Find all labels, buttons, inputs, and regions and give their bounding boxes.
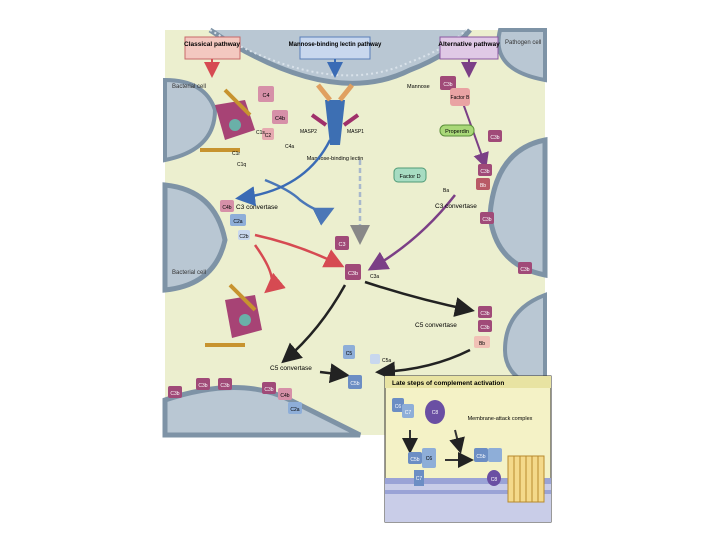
c5-conv-c3b-2-label: C3b <box>480 325 489 331</box>
c5-convertase-left-label: C5 convertase <box>270 365 312 372</box>
lectin-pathway-label: Mannose-binding lectin pathway <box>289 42 382 48</box>
inset-title: Late steps of complement activation <box>392 380 504 387</box>
factor-b-shape <box>450 88 470 106</box>
inset-c5b-1-label: C5b <box>410 457 419 463</box>
c2-label: C2 <box>265 133 272 139</box>
c3b-alt-1-shape <box>440 76 456 90</box>
c3b-r3-label: C3b <box>520 267 529 273</box>
lectin-pathway-arrow <box>235 139 332 207</box>
c3b-r2-shape <box>480 212 494 224</box>
membrane-top-left <box>163 77 218 163</box>
c3b-b4-label: C3b <box>264 387 273 393</box>
c3b-alt-1-label: C3b <box>443 82 452 88</box>
c5-shape <box>343 345 355 359</box>
c3b-alt-2-label: C3b <box>480 169 489 175</box>
c4a-label: C4a <box>285 144 294 150</box>
alternative-pathway-box: Alternative pathway <box>438 36 500 78</box>
factor-d-shape <box>393 167 427 183</box>
inset-c6-label: C6 <box>395 404 402 410</box>
c4b-conv-label: C4b <box>222 205 231 211</box>
mbl-label: Mannose-binding lectin <box>307 156 364 162</box>
bb-label: Bb <box>480 183 486 189</box>
c3b-r2-label: C3b <box>482 217 491 223</box>
c5b-label: C5b <box>350 381 359 387</box>
c1-complex-top <box>200 88 255 152</box>
membrane-top-right <box>496 28 547 83</box>
c3a-label: C3a <box>370 274 379 280</box>
c2b-label: C2b <box>239 234 248 240</box>
properdin-shape <box>439 124 475 137</box>
c3b-to-c5-convertase-left-arrow <box>281 284 347 364</box>
c3-shape <box>335 236 349 250</box>
alternative-to-c3b-arrow <box>367 194 456 271</box>
c3b-r1-label: C3b <box>490 135 499 141</box>
inset-c6-2-label: C6 <box>426 456 433 462</box>
c4-shape <box>258 86 274 102</box>
c3b-r3-shape <box>518 262 532 274</box>
c2-shape <box>262 128 274 140</box>
inset-c8-2-label: C8 <box>491 477 498 483</box>
c3b-alt-2-shape <box>478 164 492 176</box>
c4-label: C4 <box>262 93 269 99</box>
c3b-to-c5-convertase-arrow <box>364 280 475 317</box>
classical-pathway-label: Classical pathway <box>184 41 240 48</box>
c5-convertase-left-to-c5b-arrow <box>319 363 350 384</box>
pathogen-cell-label: Pathogen cell <box>505 40 541 46</box>
c3b-b2-label: C3b <box>198 383 207 389</box>
c3b-center-shape <box>345 264 361 280</box>
factor-d-label: Factor D <box>399 174 420 180</box>
classical-to-c3b-arrow <box>254 233 345 268</box>
c5a-shape <box>370 354 380 364</box>
mannose-label: Mannose <box>407 84 430 90</box>
c3-convertase-right-label: C3 convertase <box>435 203 477 210</box>
lectin-pathway-box: Mannose-binding lectin pathway <box>289 36 382 78</box>
mannose-binding-lectin-shape <box>310 83 360 145</box>
c4b-b-label: C4b <box>280 393 289 399</box>
membrane-left <box>162 182 228 293</box>
c3b-center-label: C3b <box>348 271 358 277</box>
c3b-opsonization-arrow <box>253 244 286 294</box>
c3-label: C3 <box>338 242 345 248</box>
masp2-label: MASP2 <box>300 129 317 135</box>
masp1-label: MASP1 <box>347 129 364 135</box>
c3b-r1-shape <box>488 130 502 142</box>
c3-convertase-left-label: C3 convertase <box>236 204 278 211</box>
c1-complex-bottom <box>205 283 262 347</box>
inset-c7-2-label: C7 <box>416 476 423 482</box>
inset-c7-label: C7 <box>405 410 412 416</box>
bottom-c3b-cluster <box>168 378 302 414</box>
c5-label: C5 <box>346 351 353 357</box>
factor-b-label: Factor B <box>451 95 471 101</box>
classical-pathway-box: Classical pathway <box>184 36 241 78</box>
properdin-label: Properdin <box>445 129 469 135</box>
bacterial-cell-top-label: Bacterial cell <box>172 84 206 90</box>
c5-convertase-right-label: C5 convertase <box>415 322 457 329</box>
c3b-b1-label: C3b <box>170 391 179 397</box>
c3b-b3-label: C3b <box>220 383 229 389</box>
c5-convertase-right <box>474 306 492 348</box>
c3-convertase-left <box>220 200 250 240</box>
c1r-label: C1r <box>232 151 240 157</box>
mac-label: Membrane-attack complex <box>468 416 533 422</box>
bb-shape <box>476 178 490 190</box>
c5a-label: C5a <box>382 358 391 364</box>
inset-c5b-2-label: C5b <box>476 454 485 460</box>
c5-conv-c3b-1-label: C3b <box>480 311 489 317</box>
c2a-label: C2a <box>233 219 242 225</box>
c4b-top-label: C4b <box>275 116 285 122</box>
c1s-label: C1s <box>256 130 265 136</box>
late-steps-inset: Late steps of complement activation C6 C… <box>384 375 552 523</box>
ba-label: Ba <box>443 188 449 194</box>
c5-convertase-right-to-c5b-arrow <box>375 348 471 382</box>
c1q-label: C1q <box>237 162 246 168</box>
alternative-pathway-label: Alternative pathway <box>438 41 500 48</box>
bacterial-cell-mid-label: Bacterial cell <box>172 270 206 276</box>
lectin-to-c3-convertase-arrow <box>264 178 335 226</box>
c4b-top-shape <box>272 110 288 124</box>
c2a-b-label: C2a <box>290 407 299 413</box>
c5-conv-bb-label: Bb <box>479 341 485 347</box>
inset-c8-label: C8 <box>432 410 439 416</box>
c5b-shape <box>348 375 362 389</box>
